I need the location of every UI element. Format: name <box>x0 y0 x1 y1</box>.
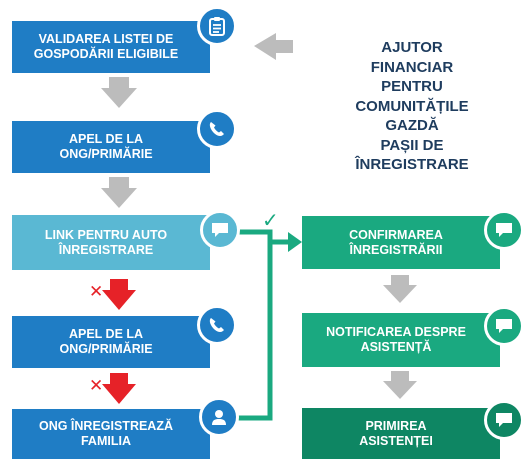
chat-icon <box>484 210 524 250</box>
down-arrow <box>383 275 417 303</box>
chat-icon <box>200 210 240 250</box>
green-arrowhead <box>288 232 302 252</box>
fail-x-mark: ✕ <box>89 376 104 395</box>
red-down-arrow <box>102 279 136 310</box>
step-label: LINK PENTRU AUTO ÎNREGISTRARE <box>44 227 168 257</box>
step-validate-list: VALIDAREA LISTEI DE GOSPODĂRII ELIGIBILE <box>12 21 210 73</box>
step-call-ngo-2: APEL DE LA ONG/PRIMĂRIE <box>12 316 210 368</box>
down-arrow <box>101 77 137 108</box>
down-arrow <box>101 177 137 208</box>
left-arrow <box>254 33 293 60</box>
person-icon <box>199 397 239 437</box>
phone-icon <box>197 109 237 149</box>
fail-x-mark: ✕ <box>89 282 104 301</box>
phone-icon <box>197 305 237 345</box>
step-label: NOTIFICAREA DESPRE ASISTENȚĂ <box>326 325 466 354</box>
step-label: VALIDAREA LISTEI DE GOSPODĂRII ELIGIBILE <box>33 32 179 61</box>
step-label: CONFIRMAREA ÎNREGISTRĂRII <box>349 227 443 257</box>
green-connector <box>238 242 273 421</box>
clipboard-icon <box>197 6 237 46</box>
chat-icon <box>484 306 524 346</box>
step-ngo-registers-family: ONG ÎNREGISTREAZĂ FAMILIA <box>12 409 210 459</box>
step-registration-confirmation: CONFIRMAREA ÎNREGISTRĂRII <box>302 216 500 269</box>
success-check-mark: ✓ <box>262 210 279 232</box>
step-label: APEL DE LA ONG/PRIMĂRIE <box>59 132 153 161</box>
step-label: PRIMIREA ASISTENȚEI <box>359 418 433 448</box>
red-down-arrow <box>102 373 136 404</box>
step-receive-assistance: PRIMIREA ASISTENȚEI <box>302 408 500 459</box>
diagram-title: AJUTOR FINANCIAR PENTRU COMUNITĂȚILE GAZ… <box>355 39 469 173</box>
step-label: APEL DE LA ONG/PRIMĂRIE <box>59 327 153 356</box>
step-call-ngo-1: APEL DE LA ONG/PRIMĂRIE <box>12 121 210 173</box>
down-arrow <box>383 371 417 399</box>
step-self-registration-link: LINK PENTRU AUTO ÎNREGISTRARE <box>12 215 210 270</box>
step-assistance-notification: NOTIFICAREA DESPRE ASISTENȚĂ <box>302 313 500 367</box>
step-label: ONG ÎNREGISTREAZĂ FAMILIA <box>38 419 174 448</box>
chat-icon <box>484 400 524 440</box>
green-connector <box>238 229 290 245</box>
